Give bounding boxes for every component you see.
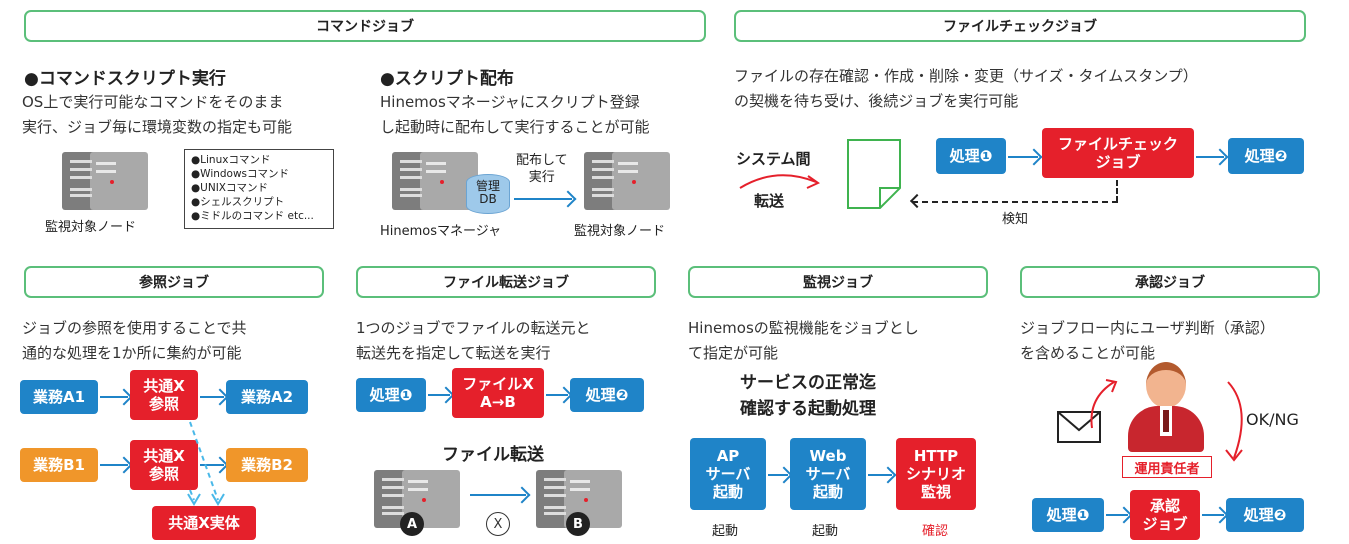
detect-label: 検知 [1002,212,1029,227]
approval-job-box: 承認 ジョブ [1130,490,1200,540]
db-label: 管理 DB [476,179,501,206]
ref-arrow-a1 [100,396,128,398]
work-b1-box: 業務B1 [20,448,98,482]
ref-dashed-links [187,421,225,506]
command-item: ●Windowsコマンド [191,168,290,180]
ap-server-start-box: AP サーバ 起動 [690,438,766,510]
approval-process1-box: 処理❶ [1032,498,1104,532]
work-b2-box: 業務B2 [226,448,308,482]
distribute-arrow-label: 配布して 実行 [516,153,568,185]
ok-ng-label: OK/NG [1246,410,1299,429]
ft-file-x-box: ファイルX A→B [452,368,544,418]
command-item: ●シェルスクリプト [191,196,285,208]
ref-arrow-b2 [200,464,224,466]
reference-desc: ジョブの参照を使用することで共 通的な処理を1か所に集約が可能 [22,319,247,362]
detect-dashed-vertical [1116,180,1118,202]
ref-arrow-a2 [200,396,224,398]
approval-arrow-2 [1202,514,1224,516]
monitor-desc: Hinemosの監視機能をジョブとし て指定が可能 [688,319,919,362]
monitor-subtitle: サービスの正常迄 確認する起動処理 [740,373,876,419]
filecheck-process2-box: 処理❷ [1228,138,1304,174]
command-item: ●ミドルのコマンド etc... [191,210,314,222]
filecheck-job-box: ファイルチェック ジョブ [1042,128,1194,178]
person-label-box: 運用責任者 [1122,456,1212,478]
filecheck-arrow-1 [1008,156,1038,158]
distribute-arrow [514,198,572,200]
ft-process1-box: 処理❶ [356,378,426,412]
mail-icon [1057,411,1101,443]
filecheck-arrow-2 [1196,156,1224,158]
transfer-label: 転送 [754,192,785,210]
monitor-arrow-1 [768,474,788,476]
approval-desc: ジョブフロー内にユーザ判断（承認） を含めることが可能 [1020,319,1275,362]
ft-arrow-1 [428,394,450,396]
person-label: 運用責任者 [1134,461,1200,477]
db-icon [466,174,510,214]
monitor-label-2: 起動 [812,524,839,539]
work-a1-box: 業務A1 [20,380,98,414]
common-x-ref1-box: 共通X 参照 [130,370,198,420]
filetransfer-job-header: ファイル転送ジョブ [356,266,656,298]
monitor-label-3: 確認 [922,524,949,539]
left-node-label: 監視対象ノード [45,220,137,235]
ft-transfer-arrow [470,494,526,496]
filecheck-desc: ファイルの存在確認・作成・削除・変更（サイズ・タイムスタンプ） の契機を待ち受け… [734,67,1198,110]
manager-label: Hinemosマネージャ [380,224,502,239]
monitor-job-header: 監視ジョブ [688,266,988,298]
server-b-badge: B [566,512,590,536]
script-distribute-desc: Hinemosマネージャにスクリプト登録 し起動時に配布して実行することが可能 [380,93,650,136]
command-job-header: コマンドジョブ [24,10,706,42]
web-server-start-box: Web サーバ 起動 [790,438,866,510]
filecheck-job-header: ファイルチェックジョブ [734,10,1306,42]
file-document-icon [847,139,901,209]
manager-person-icon [1124,362,1208,452]
server-a-badge: A [400,512,424,536]
ft-process2-box: 処理❷ [570,378,644,412]
command-script-title: ●コマンドスクリプト実行 [24,69,226,89]
detect-arrowhead [909,193,925,209]
script-distribute-title: ●スクリプト配布 [380,69,514,89]
monitor-arrow-2 [868,474,892,476]
approval-process2-box: 処理❷ [1226,498,1304,532]
transfer-curve-arrow [739,174,821,189]
detect-dashed-arrow [912,201,1118,203]
http-scenario-monitor-box: HTTP シナリオ 監視 [896,438,976,510]
system-label: システム間 [736,150,811,168]
ft-arrow-2 [546,394,568,396]
command-item: ●Linuxコマンド [191,154,271,166]
command-list-callout: ●Linuxコマンド ●Windowsコマンド ●UNIXコマンド ●シェルスク… [184,149,334,229]
approval-right-arc [1225,381,1243,462]
work-a2-box: 業務A2 [226,380,308,414]
approval-job-header: 承認ジョブ [1020,266,1320,298]
reference-job-header: 参照ジョブ [24,266,324,298]
monitor-label-1: 起動 [712,524,739,539]
approval-left-arc [1090,379,1118,429]
common-x-ref2-box: 共通X 参照 [130,440,198,490]
file-x-badge: X [486,512,510,536]
common-x-entity-box: 共通X実体 [152,506,256,540]
filecheck-process1-box: 処理❶ [936,138,1006,174]
filetransfer-desc: 1つのジョブでファイルの転送元と 転送先を指定して転送を実行 [356,319,591,362]
right-node-label: 監視対象ノード [574,224,666,239]
ref-arrow-b1 [100,464,128,466]
command-script-desc: OS上で実行可能なコマンドをそのまま 実行、ジョブ毎に環境変数の指定も可能 [22,93,293,136]
command-item: ●UNIXコマンド [191,182,268,194]
approval-arrow-1 [1106,514,1128,516]
ft-subtitle: ファイル転送 [442,445,544,465]
